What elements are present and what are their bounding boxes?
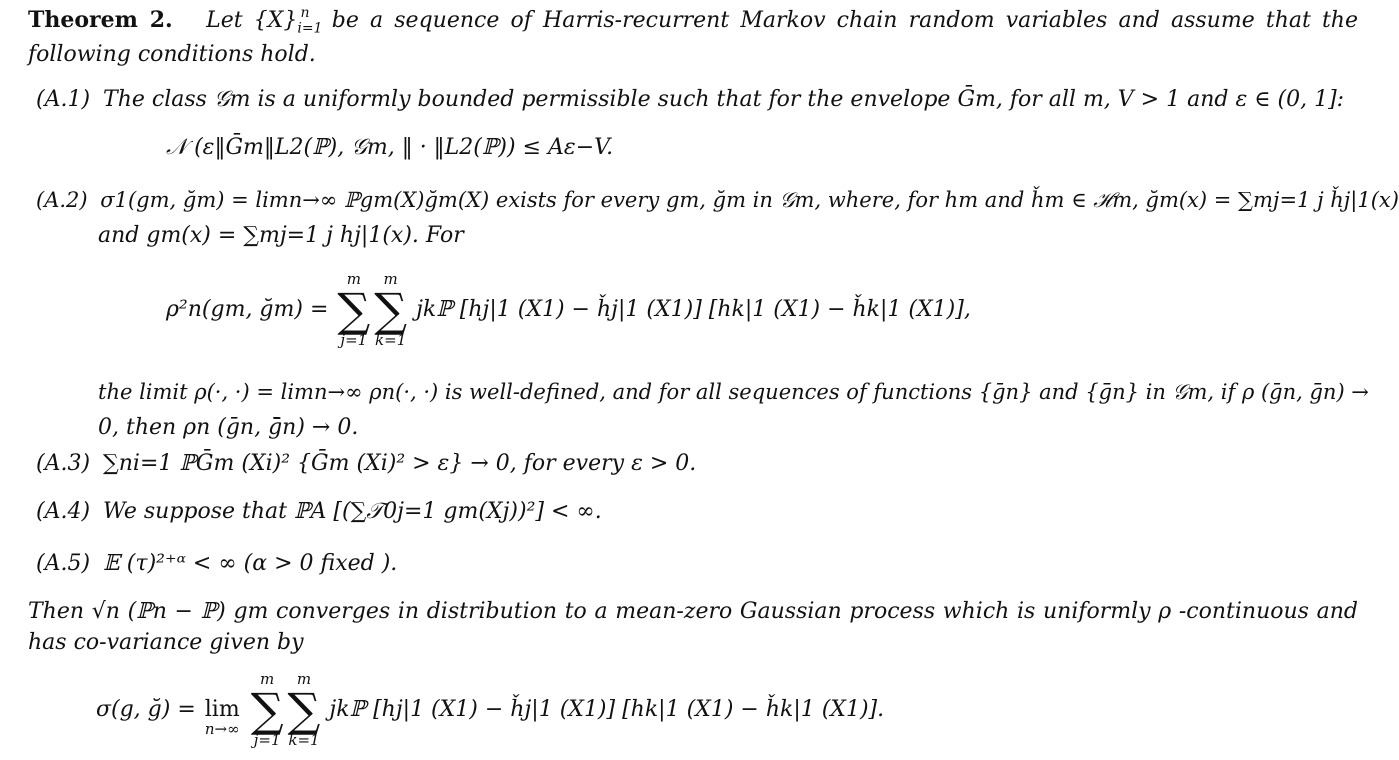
sum-j-top: m	[346, 270, 361, 288]
cov-sum-k-top: m	[296, 670, 312, 688]
sigma-icon: ∑	[287, 683, 321, 737]
condition-a3-text: ∑ni=1 ℙḠm (Xi)² {Ḡm (Xi)² > ε} → 0, for …	[103, 451, 697, 476]
cov-limit: lim n→∞	[205, 683, 240, 737]
condition-a2-cont: and gm(x) = ∑mj=1 j hj|1(x). For	[98, 223, 464, 248]
sum-k-bottom: k=1	[375, 331, 407, 349]
condition-a1: (A.1) The class 𝒢m is a uniformly bounde…	[36, 84, 1358, 115]
condition-a2-label: (A.2)	[36, 188, 88, 212]
theorem-sup: n	[300, 5, 310, 21]
condition-a3: (A.3) ∑ni=1 ℙḠm (Xi)² {Ḡm (Xi)² > ε} → 0…	[36, 448, 1358, 479]
cov-sum-j-bottom: j=1	[253, 731, 281, 749]
cov-lim-text: lim	[204, 696, 240, 722]
condition-a2-text: σ1(gm, ğm) = limn→∞ ℙgm(X)ğm(X) exists f…	[100, 188, 1399, 212]
cov-rhs: jkℙ [hj|1 (X1) − ȟj|1 (X1)] [hk|1 (X1) −…	[329, 697, 885, 722]
condition-a4-label: (A.4)	[36, 499, 91, 524]
condition-a1-text: The class 𝒢m is a uniformly bounded perm…	[103, 87, 1345, 112]
sum-j-bottom: j=1	[340, 331, 368, 349]
sum-j: m ∑ j=1	[337, 272, 370, 348]
sigma-icon: ∑	[337, 283, 371, 337]
display-a2-lhs: ρ²n(gm, ğm) =	[166, 297, 329, 322]
cov-sum-k: m ∑ k=1	[288, 672, 321, 748]
condition-a5-text: 𝔼 (τ)²⁺ᵅ < ∞ (α > 0 fixed ).	[103, 551, 398, 576]
a2-limit-line1: the limit ρ(·, ·) = limn→∞ ρn(·, ·) is w…	[98, 380, 1369, 404]
cov-lhs: σ(g, ğ) =	[96, 697, 196, 722]
theorem-text-rest: be a sequence of Harris-recurrent Markov…	[28, 8, 1358, 68]
theorem-statement: Theorem 2. Let {X}i=1n be a sequence of …	[28, 5, 1358, 68]
theorem-text-start: Let {X	[206, 8, 284, 33]
sum-k-top: m	[383, 270, 398, 288]
condition-a4-text: We suppose that ℙA [(∑𝒯0j=1 gm(Xj))²] < …	[103, 499, 602, 524]
cov-limit-spacer	[205, 683, 240, 698]
display-a2-rhs: jkℙ [hj|1 (X1) − ȟj|1 (X1)] [hk|1 (X1) −…	[416, 297, 971, 322]
theorem-label: Theorem 2.	[28, 7, 173, 33]
theorem-sub: i=1	[297, 20, 323, 37]
condition-a5-label: (A.5)	[36, 551, 91, 576]
condition-a2: (A.2) σ1(gm, ğm) = limn→∞ ℙgm(X)ğm(X) ex…	[36, 186, 1399, 216]
cov-sum-j-top: m	[260, 670, 275, 688]
display-covariance: σ(g, ğ) = lim n→∞ m ∑ j=1 m ∑ k=1 jkℙ [h…	[96, 672, 884, 748]
sum-k: m ∑ k=1	[374, 272, 407, 348]
display-a1: 𝒩 (ε‖Ḡm‖L2(ℙ), 𝒢m, ‖ · ‖L2(ℙ)) ≤ Aε−V.	[166, 135, 614, 160]
a2-limit-line2: 0, then ρn (ḡn, ḡ̄n) → 0.	[98, 415, 359, 440]
condition-a1-label: (A.1)	[36, 87, 91, 112]
cov-lim-sub: n→∞	[204, 720, 240, 739]
sigma-icon: ∑	[250, 683, 284, 737]
conclusion-text: Then √n (ℙn − ℙ) gm converges in distrib…	[28, 599, 1358, 656]
condition-a3-label: (A.3)	[36, 451, 91, 476]
condition-a4: (A.4) We suppose that ℙA [(∑𝒯0j=1 gm(Xj)…	[36, 496, 1358, 527]
cov-sum-k-bottom: k=1	[288, 731, 320, 749]
condition-a5: (A.5) 𝔼 (τ)²⁺ᵅ < ∞ (α > 0 fixed ).	[36, 548, 1358, 579]
sigma-icon: ∑	[374, 283, 408, 337]
cov-sum-j: m ∑ j=1	[251, 672, 284, 748]
display-a2: ρ²n(gm, ğm) = m ∑ j=1 m ∑ k=1 jkℙ [hj|1 …	[166, 272, 971, 348]
